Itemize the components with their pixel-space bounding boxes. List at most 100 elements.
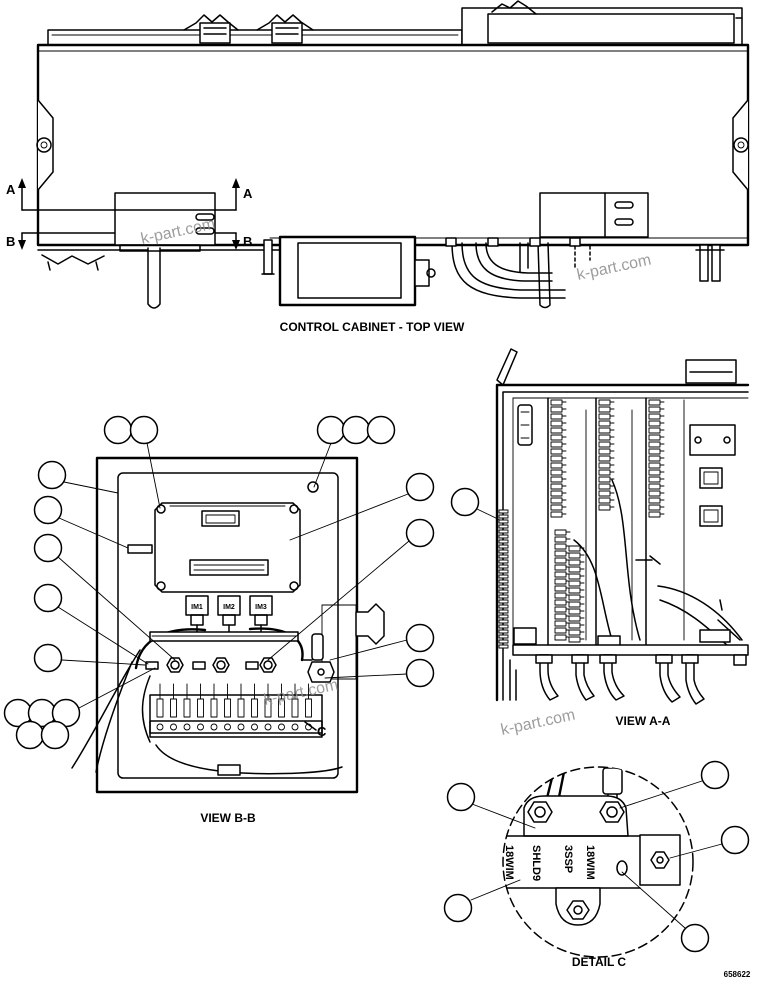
terminal-block xyxy=(554,564,567,571)
top-clamp xyxy=(491,0,537,15)
terminal-block xyxy=(648,427,661,434)
callout-bubble xyxy=(446,782,476,812)
terminal-block xyxy=(498,589,509,594)
terminal-block xyxy=(648,511,661,518)
terminal xyxy=(197,698,204,718)
top-view-caption: CONTROL CABINET - TOP VIEW xyxy=(280,320,465,334)
relay xyxy=(699,505,723,527)
mounting-plate xyxy=(117,472,339,779)
hex-nut xyxy=(566,900,590,920)
terminal-block xyxy=(598,406,611,413)
leader-line xyxy=(313,442,332,488)
leader-line xyxy=(146,442,161,509)
terminal-screw xyxy=(170,723,177,731)
terminal-block xyxy=(498,614,509,619)
terminal-block xyxy=(554,627,567,634)
terminal-block xyxy=(554,578,567,585)
cabinet-lower-box xyxy=(278,235,417,307)
connector-block xyxy=(513,627,537,645)
leader-line xyxy=(289,493,409,541)
enclosure-wall xyxy=(495,383,750,702)
terminal-block xyxy=(550,504,563,511)
terminal-block xyxy=(550,427,563,434)
callout-bubble xyxy=(443,893,473,923)
terminal-block xyxy=(568,545,581,552)
terminal-block xyxy=(568,636,581,643)
section-b-label: B xyxy=(6,234,15,249)
callout-bubble xyxy=(33,533,63,563)
terminal-block xyxy=(498,544,509,549)
lower-frame xyxy=(37,239,281,309)
terminal-block xyxy=(568,615,581,622)
right-lifting-tab xyxy=(732,99,749,191)
terminal-screw xyxy=(251,723,258,731)
relay xyxy=(699,467,723,489)
terminal xyxy=(305,698,312,718)
terminal-block xyxy=(648,406,661,413)
terminal-block xyxy=(554,606,567,613)
terminal-block xyxy=(550,441,563,448)
terminal-block xyxy=(568,608,581,615)
terminal-block xyxy=(554,620,567,627)
watermark: k-part.com xyxy=(575,252,652,284)
terminal-block xyxy=(568,594,581,601)
terminal-block xyxy=(498,534,509,539)
terminal-block xyxy=(498,584,509,589)
terminal-block xyxy=(550,448,563,455)
leader-line xyxy=(57,606,149,665)
leader-line xyxy=(61,659,146,666)
terminal-block xyxy=(648,420,661,427)
terminal-block xyxy=(598,420,611,427)
terminal-block xyxy=(598,469,611,476)
terminal-block xyxy=(568,559,581,566)
wire-crimp xyxy=(616,860,628,876)
connector-im2: IM2 xyxy=(217,595,241,626)
terminal-block xyxy=(648,441,661,448)
arrow-up-icon xyxy=(18,178,26,188)
callout-bubble xyxy=(33,583,63,613)
bottom-rail xyxy=(512,644,749,656)
callout-bubble xyxy=(33,495,63,525)
terminal-block xyxy=(568,587,581,594)
terminal-block xyxy=(648,413,661,420)
terminal-block xyxy=(550,476,563,483)
terminal-block xyxy=(554,543,567,550)
terminal-block xyxy=(598,434,611,441)
terminal-block xyxy=(598,448,611,455)
leader-line xyxy=(324,673,408,679)
terminal-block xyxy=(498,604,509,609)
view-aa: VIEW A-A xyxy=(495,348,750,728)
section-a-label: A xyxy=(243,186,253,201)
bottom-fittings xyxy=(509,654,747,705)
section-a-label: A xyxy=(6,182,16,197)
terminal-screw xyxy=(237,723,245,731)
terminal xyxy=(183,698,191,718)
wiring xyxy=(573,479,743,647)
right-bracket xyxy=(301,603,385,683)
terminal-block xyxy=(550,434,563,441)
terminal-block xyxy=(568,573,581,580)
terminal-block xyxy=(648,469,661,476)
terminal-block xyxy=(498,519,509,524)
door-edge xyxy=(496,348,518,386)
din-rail xyxy=(149,631,299,642)
terminal-block xyxy=(498,569,509,574)
top-clamp xyxy=(183,14,239,44)
terminal-block xyxy=(648,497,661,504)
callout-bubble xyxy=(405,658,435,688)
section-b-label: B xyxy=(243,234,252,249)
terminal-block xyxy=(598,427,611,434)
wire-label: 18WIM xyxy=(503,845,515,880)
terminal-screw xyxy=(156,723,164,731)
terminal xyxy=(264,698,272,718)
arrow-up-icon xyxy=(232,178,240,188)
terminal-block xyxy=(568,622,581,629)
terminal-block xyxy=(568,580,581,587)
terminal-block xyxy=(648,483,661,490)
terminal-block xyxy=(550,469,563,476)
terminal xyxy=(278,698,285,718)
callout-bubble xyxy=(341,415,371,445)
drawing-number: 658622 xyxy=(724,970,751,979)
hex-nut xyxy=(650,851,670,869)
